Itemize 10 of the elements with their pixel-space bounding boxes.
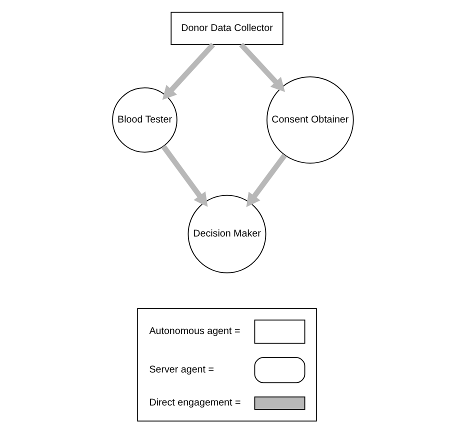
legend-label: Direct engagement =	[148, 398, 240, 409]
arrow	[246, 154, 286, 208]
node-circle: Decision Maker	[187, 194, 266, 274]
arrow	[238, 42, 285, 92]
legend-label: Autonomous agent =	[148, 326, 240, 338]
arrow	[162, 42, 215, 100]
node-circle: Blood Tester	[112, 87, 177, 153]
node-box: Donor Data Collector	[170, 12, 283, 45]
arrow	[160, 144, 208, 207]
legend-label: Server agent =	[148, 364, 214, 376]
